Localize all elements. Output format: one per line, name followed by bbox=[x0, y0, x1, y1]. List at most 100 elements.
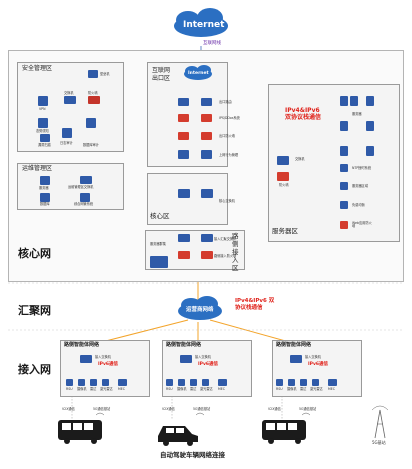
car-icon bbox=[158, 426, 198, 446]
access-2-lidar-icon bbox=[312, 379, 319, 386]
access-1-radar-icon bbox=[190, 379, 197, 386]
access-0-switch-icon bbox=[80, 355, 92, 363]
vehicle-1-base: 5G通信基站 bbox=[193, 407, 211, 411]
server-item-6: Web应用防火墙 bbox=[352, 221, 372, 229]
access-0-camera-icon bbox=[78, 379, 85, 386]
access-0-rsu-icon bbox=[66, 379, 73, 386]
internet-link-label: 互联网线 bbox=[203, 41, 221, 46]
server-cluster-icon bbox=[150, 256, 168, 268]
base-station-label: 5G基站 bbox=[372, 440, 386, 445]
access-0-item-2: 摄像机 bbox=[77, 387, 87, 391]
server-rack-e-icon bbox=[366, 121, 374, 131]
ops-switch-icon bbox=[80, 176, 92, 184]
access-0-radar-icon bbox=[90, 379, 97, 386]
access-2-item-3: 雷达 bbox=[300, 387, 307, 391]
ips-a-icon bbox=[178, 114, 189, 122]
access-2-item-4: 激光雷达 bbox=[310, 387, 323, 391]
roadside-item-2: 路侧接入防火墙 bbox=[214, 254, 237, 258]
server-rack-g-icon bbox=[366, 146, 374, 156]
server-firewall-icon bbox=[277, 172, 289, 181]
sec-item-4: 数据库审计 bbox=[83, 143, 99, 147]
behavior-mgmt-b-icon bbox=[201, 150, 212, 159]
server-zone-title: 服务器区 bbox=[272, 227, 298, 235]
agg-switch-a-icon bbox=[178, 234, 190, 242]
server-rack-b-icon bbox=[350, 96, 358, 106]
egress-router-a-icon bbox=[178, 98, 189, 106]
roadside-zone-title: 路侧接入区 bbox=[232, 232, 239, 272]
log-audit-icon bbox=[62, 128, 72, 138]
internet-cloud-label: Internet bbox=[183, 20, 225, 30]
access-2-tag: IPv6通信 bbox=[308, 362, 329, 367]
access-1-title: 路侧智能体网络 bbox=[166, 342, 202, 348]
situation-awareness-icon bbox=[38, 118, 48, 128]
behavior-mgmt-a-icon bbox=[178, 150, 189, 159]
access-1-tag: IPv6通信 bbox=[198, 362, 219, 367]
access-1-item-3: 雷达 bbox=[190, 387, 197, 391]
ops-item-2: 数据库 bbox=[40, 202, 50, 206]
access-1-mec-icon bbox=[218, 379, 227, 386]
access-0-item-3: 雷达 bbox=[90, 387, 97, 391]
access-0-item-0: 接入交换机 bbox=[95, 355, 111, 359]
internet-egress-zone bbox=[147, 62, 228, 167]
core-zone-title: 核心区 bbox=[150, 212, 170, 220]
access-2-item-0: 接入交换机 bbox=[305, 355, 321, 359]
bus-icon-left bbox=[58, 420, 102, 444]
db-audit-icon bbox=[86, 118, 96, 128]
access-0-title: 路侧智能体网络 bbox=[64, 342, 100, 348]
sec-firewall-icon bbox=[88, 96, 100, 104]
access-unit-0 bbox=[60, 340, 150, 397]
bus-icon-right bbox=[262, 420, 306, 444]
server-area-icon bbox=[340, 182, 348, 190]
vehicle-0-v2x: V2X通信 bbox=[62, 407, 75, 411]
access-2-rsu-icon bbox=[276, 379, 283, 386]
fortress-machine-icon bbox=[88, 70, 98, 78]
ips-b-icon bbox=[201, 114, 212, 122]
sec-switch-icon bbox=[64, 96, 76, 104]
sec-item-0: VPN bbox=[39, 107, 46, 111]
access-2-title: 路侧智能体网络 bbox=[276, 342, 312, 348]
server-item-1: 防火墙 bbox=[279, 183, 289, 187]
agg-switch-b-icon bbox=[201, 234, 213, 242]
server-item-2: 服务器 bbox=[352, 112, 362, 116]
tier-core-label: 核心网 bbox=[18, 247, 51, 260]
access-0-item-5: MEC bbox=[118, 387, 125, 391]
sec-item-2: 防火墙 bbox=[88, 91, 98, 95]
access-2-mec-icon bbox=[328, 379, 337, 386]
access-1-camera-icon bbox=[178, 379, 185, 386]
server-rack-c-icon bbox=[366, 96, 374, 106]
egress-fw-b-icon bbox=[201, 132, 212, 140]
load-balancer-icon bbox=[340, 201, 348, 209]
core-zone bbox=[147, 173, 228, 225]
ntp-icon bbox=[340, 164, 348, 172]
roadside-fw-b-icon bbox=[201, 251, 213, 259]
sec-item-5: 日志审计 bbox=[60, 141, 73, 145]
access-0-mec-icon bbox=[118, 379, 127, 386]
sec-item-7: 堡垒机 bbox=[100, 72, 110, 76]
vehicle-2-base: 5G通信基站 bbox=[299, 407, 317, 411]
egress-fw-a-icon bbox=[178, 132, 189, 140]
access-1-item-0: 接入交换机 bbox=[195, 355, 211, 359]
server-rack-a-icon bbox=[340, 96, 348, 106]
access-0-item-1: RSU bbox=[66, 387, 73, 391]
access-0-tag: IPv6通信 bbox=[98, 362, 119, 367]
access-2-switch-icon bbox=[290, 355, 302, 363]
access-2-camera-icon bbox=[288, 379, 295, 386]
server-item-3: NTP授时系统 bbox=[352, 166, 372, 170]
access-1-rsu-icon bbox=[166, 379, 173, 386]
sec-item-6: 漏洞扫描 bbox=[38, 143, 51, 147]
server-switch-icon bbox=[277, 156, 289, 165]
egress-cloud-label: Internet bbox=[188, 71, 209, 76]
access-1-item-2: 摄像机 bbox=[177, 387, 187, 391]
egress-item-1: IPS/DDos系统 bbox=[219, 116, 240, 120]
access-unit-2 bbox=[272, 340, 362, 397]
tier-aggregation-label: 汇聚网 bbox=[18, 304, 51, 317]
access-1-switch-icon bbox=[180, 355, 192, 363]
roadside-item-0: 服务器群集 bbox=[150, 242, 166, 246]
nms-icon bbox=[80, 193, 90, 202]
vehicle-1-v2x: V2X通信 bbox=[162, 407, 175, 411]
vehicle-2-v2x: V2X通信 bbox=[268, 407, 281, 411]
bottom-caption: 自动驾驶车辆网络连接 bbox=[160, 451, 225, 459]
